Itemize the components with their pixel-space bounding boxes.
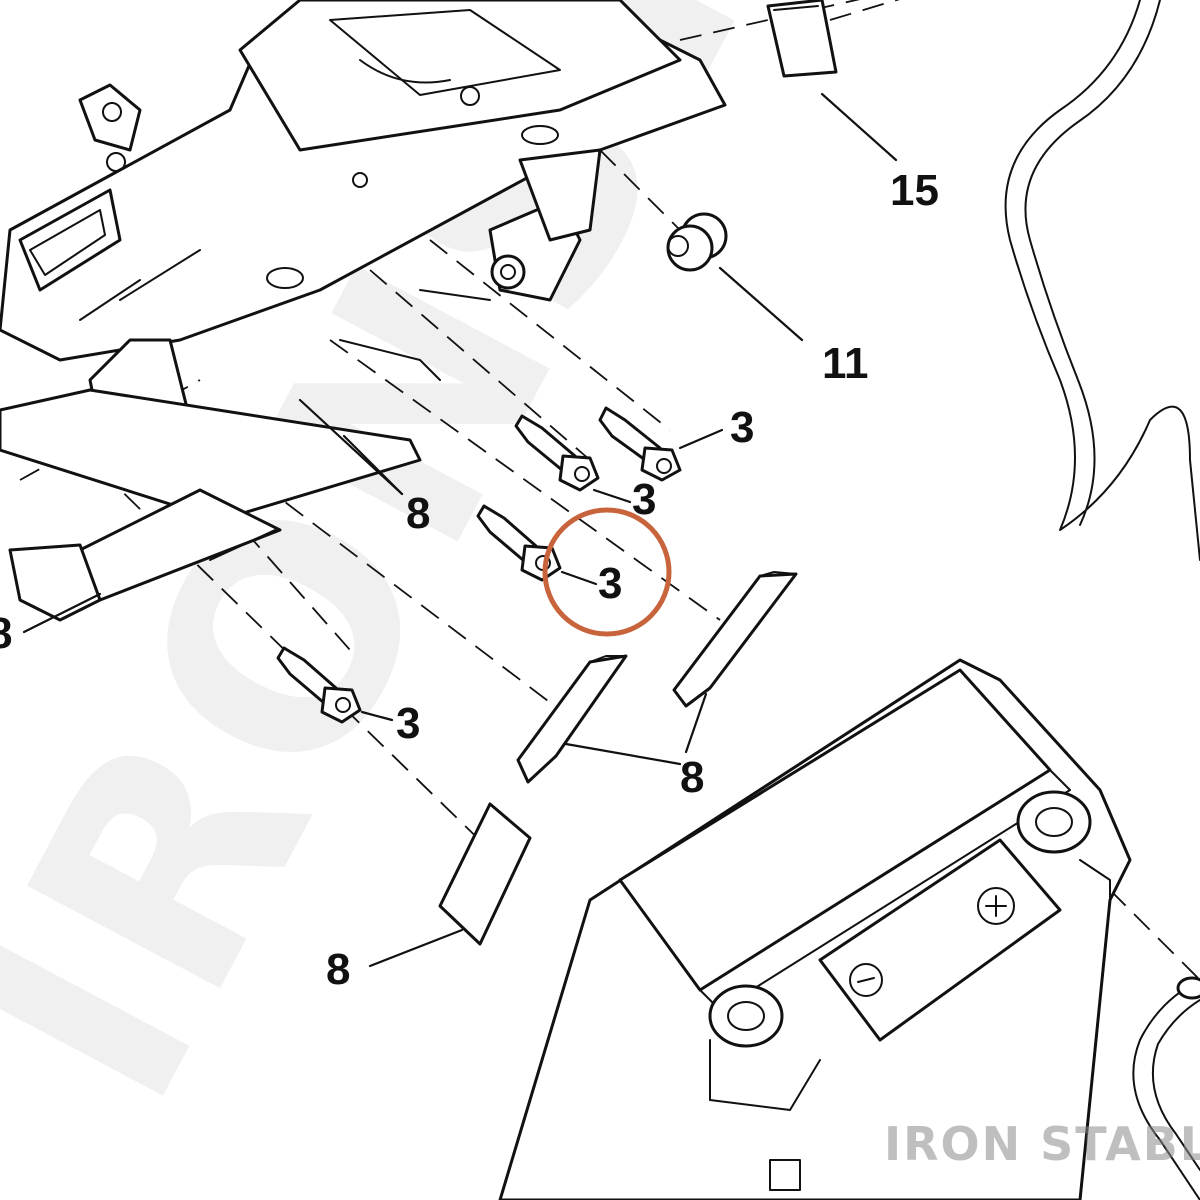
part-11-grommet — [666, 212, 728, 272]
callout-3-highlighted: 3 — [598, 559, 622, 608]
frame-bracket-assembly — [0, 0, 727, 622]
callouts: 15 11 3 3 3 3 8 8 8 8 — [0, 166, 939, 994]
callout-3-lower: 3 — [396, 699, 420, 748]
callout-3-upper: 3 — [730, 403, 754, 452]
part-3-bolt-1 — [598, 406, 682, 482]
highlight-circle — [542, 507, 672, 637]
callout-8-strips: 8 — [680, 753, 704, 802]
callout-8-bottom: 8 — [326, 945, 350, 994]
part-8-strip-middle — [516, 654, 628, 784]
wire-harness — [1004, 0, 1200, 561]
part-15-pad — [766, 0, 838, 78]
battery-cable — [1132, 976, 1200, 1200]
part-3-bolt-4 — [276, 646, 362, 724]
part-8-strip-bottom — [438, 802, 532, 946]
part-3-bolt-2 — [514, 414, 600, 492]
watermark-small: IRON STABLE — [884, 1117, 1200, 1171]
leader-lines — [22, 92, 898, 968]
callout-8-left-cropped: 8 — [0, 609, 12, 658]
part-8-strip-right — [672, 571, 798, 708]
callout-15: 15 — [890, 166, 939, 215]
callout-8-frame: 8 — [406, 489, 430, 538]
battery — [498, 658, 1132, 1200]
callout-11: 11 — [822, 339, 869, 388]
